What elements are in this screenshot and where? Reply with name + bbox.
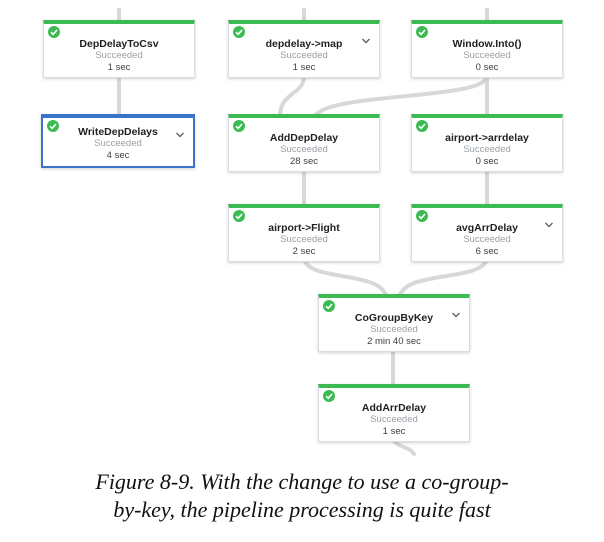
node-name: DepDelayToCsv (79, 38, 159, 50)
node-duration: 28 sec (290, 156, 318, 167)
node-depdelaytocsv[interactable]: DepDelayToCsv Succeeded 1 sec (43, 20, 195, 78)
node-addarrdelay[interactable]: AddArrDelay Succeeded 1 sec (318, 384, 470, 442)
node-status: Succeeded (94, 138, 142, 149)
success-check-icon (416, 120, 428, 132)
edge-map-to-adddepdelay (278, 74, 306, 118)
node-status: Succeeded (280, 50, 328, 61)
caption-line-1: Figure 8-9. With the change to use a co-… (95, 469, 509, 494)
node-status: Succeeded (280, 144, 328, 155)
node-name: WriteDepDelays (78, 126, 158, 138)
node-airport-flight[interactable]: airport->Flight Succeeded 2 sec (228, 204, 380, 262)
node-name: airport->Flight (268, 222, 340, 234)
chevron-down-icon[interactable] (451, 311, 461, 319)
node-status: Succeeded (370, 414, 418, 425)
edge-flight-to-cogroup (302, 255, 388, 298)
success-check-icon (416, 210, 428, 222)
node-name: CoGroupByKey (354, 312, 434, 324)
node-depdelay-map[interactable]: depdelay->map Succeeded 1 sec (228, 20, 380, 78)
success-check-icon (323, 300, 335, 312)
node-duration: 1 sec (382, 426, 406, 437)
node-status: Succeeded (463, 234, 511, 245)
node-status: Succeeded (370, 324, 418, 335)
node-writedepdelays[interactable]: WriteDepDelays Succeeded 4 sec (41, 114, 195, 168)
node-name: depdelay->map (265, 38, 343, 50)
success-check-icon (416, 26, 428, 38)
node-name: AddArrDelay (361, 402, 427, 414)
node-status: Succeeded (280, 234, 328, 245)
edge-avg-to-cogroup (398, 255, 489, 298)
success-check-icon (48, 26, 60, 38)
node-name: airport->arrdelay (445, 132, 529, 144)
success-check-icon (233, 26, 245, 38)
node-duration: 1 sec (292, 62, 316, 73)
node-duration: 0 sec (475, 62, 499, 73)
node-airport-arrdelay[interactable]: airport->arrdelay Succeeded 0 sec (411, 114, 563, 172)
success-check-icon (233, 120, 245, 132)
caption-line-2: by-key, the pipeline processing is quite… (113, 497, 491, 522)
chevron-down-icon[interactable] (544, 221, 554, 229)
success-check-icon (233, 210, 245, 222)
chevron-down-icon[interactable] (175, 131, 185, 139)
node-duration: 2 min 40 sec (367, 336, 421, 347)
node-duration: 0 sec (475, 156, 499, 167)
node-duration: 2 sec (292, 246, 316, 257)
node-status: Succeeded (95, 50, 143, 61)
node-avgarrdelay[interactable]: avgArrDelay Succeeded 6 sec (411, 204, 563, 262)
success-check-icon (323, 390, 335, 402)
node-adddepdelay[interactable]: AddDepDelay Succeeded 28 sec (228, 114, 380, 172)
node-name: Window.Into() (452, 38, 522, 50)
node-cogroupbykey[interactable]: CoGroupByKey Succeeded 2 min 40 sec (318, 294, 470, 352)
pipeline-edges (117, 8, 489, 456)
node-duration: 6 sec (475, 246, 499, 257)
node-window-into[interactable]: Window.Into() Succeeded 0 sec (411, 20, 563, 78)
node-duration: 4 sec (106, 150, 130, 161)
node-status: Succeeded (463, 50, 511, 61)
figure-caption: Figure 8-9. With the change to use a co-… (0, 468, 604, 524)
node-name: avgArrDelay (456, 222, 518, 234)
edge-window-to-adddepdelay (313, 74, 489, 118)
chevron-down-icon[interactable] (361, 37, 371, 45)
success-check-icon (47, 120, 59, 132)
node-status: Succeeded (463, 144, 511, 155)
node-duration: 1 sec (107, 62, 131, 73)
node-name: AddDepDelay (269, 132, 339, 144)
